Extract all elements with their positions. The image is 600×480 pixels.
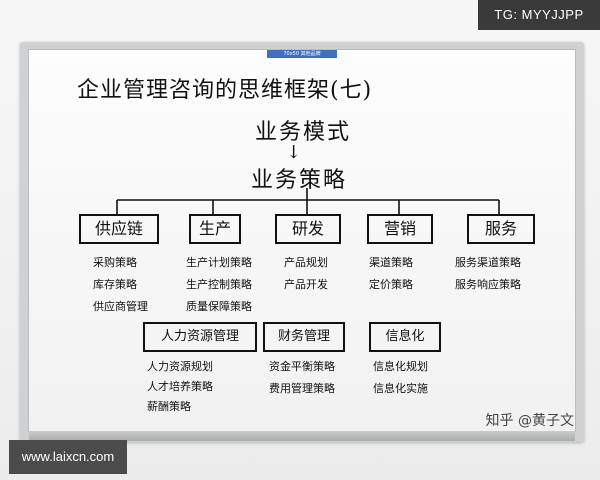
category-box-supply-chain: 供应链 [79,214,159,244]
list-item: 服务渠道策略 [455,256,521,269]
list-item: 渠道策略 [369,256,413,269]
list-item: 信息化实施 [373,382,428,395]
support-box-finance: 财务管理 [263,322,345,352]
list-item: 服务响应策略 [455,278,521,291]
list-item: 资金平衡策略 [269,360,335,373]
category-box-production: 生产 [189,214,241,244]
zhihu-watermark: 知乎 @黄子文 [485,413,574,429]
list-item: 生产计划策略 [186,256,252,269]
site-badge: www.laixcn.com [9,440,127,474]
list-item: 人才培养策略 [147,380,213,393]
list-item: 质量保障策略 [186,300,252,313]
list-item: 人力资源规划 [147,360,213,373]
list-item: 信息化规划 [373,360,428,373]
category-box-marketing: 营销 [367,214,433,244]
list-item: 生产控制策略 [186,278,252,291]
support-box-hr: 人力资源管理 [143,322,257,352]
support-box-it: 信息化 [369,322,441,352]
list-item: 定价策略 [369,278,413,291]
down-arrow-icon: ↓ [286,142,302,163]
whiteboard-frame: 70x50 其他品牌 企业管理咨询的思维框架(七) 业务模式 ↓ 业务策略 供应… [20,42,584,442]
list-item: 产品开发 [284,278,328,291]
whiteboard: 70x50 其他品牌 企业管理咨询的思维框架(七) 业务模式 ↓ 业务策略 供应… [28,49,576,441]
business-strategy-heading: 业务策略 [251,168,348,193]
list-item: 供应商管理 [93,300,148,313]
telegram-tag: TG: MYYJJPP [478,0,600,30]
category-box-rnd: 研发 [275,214,341,244]
connector-lines [116,188,500,214]
list-item: 薪酬策略 [147,400,191,413]
list-item: 采购策略 [93,256,137,269]
board-title: 企业管理咨询的思维框架(七) [77,78,373,103]
list-item: 库存策略 [93,278,137,291]
category-box-service: 服务 [467,214,535,244]
list-item: 产品规划 [284,256,328,269]
list-item: 费用管理策略 [269,382,335,395]
business-model-heading: 业务模式 [255,120,352,145]
marker-tray [29,431,575,441]
whiteboard-label: 70x50 其他品牌 [267,50,337,58]
